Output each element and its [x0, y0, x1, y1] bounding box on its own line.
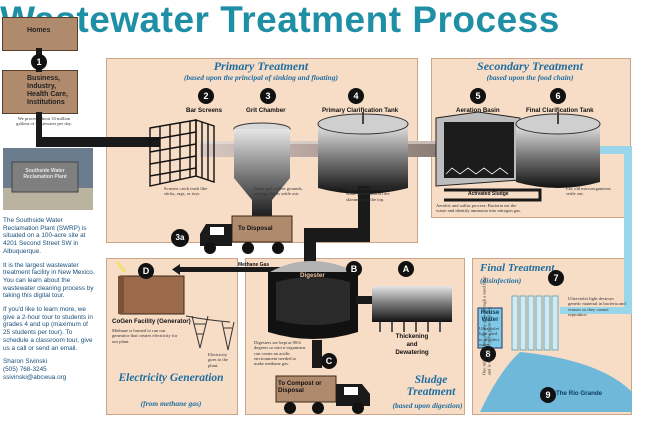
- reuse-vertical-note: One million gallons per day goes through…: [481, 276, 492, 376]
- bar-screens: [149, 119, 215, 187]
- methane-gas-label: Methane Gas: [238, 262, 270, 268]
- rio-grande-label: The Rio Grande: [556, 390, 603, 397]
- digester-label: Digester: [300, 272, 325, 279]
- disposal-truck: [200, 215, 293, 254]
- step-a-marker: A: [398, 261, 414, 277]
- plant-sign-photo: [3, 148, 93, 210]
- screens-note: Screens catch trash like sticks, rags, o…: [164, 186, 208, 197]
- cogen-facility: [115, 261, 185, 315]
- thickening-label: Thickening and Dewatering: [395, 333, 429, 356]
- step-8-marker: 8: [480, 346, 496, 362]
- aeration-label: Aeration Basin: [456, 107, 500, 114]
- grit-chamber-label: Grit Chamber: [246, 107, 286, 114]
- cogen-label: CoGen Facility (Generator): [112, 318, 191, 325]
- side-paragraph-2: It is the largest wastewater treatment f…: [3, 261, 95, 300]
- activated-sludge-label: Activated Sludge: [468, 191, 509, 197]
- sludge-subtitle: (based upon digestion): [392, 401, 463, 410]
- cogen-note: Methane is burned to run our generator t…: [112, 328, 178, 344]
- step-b-marker: B: [346, 261, 362, 277]
- electricity-title: Electricity Generation: [118, 372, 224, 384]
- uv-disinfection-tubes: [511, 295, 559, 351]
- step-c-marker: C: [321, 353, 337, 369]
- compost-truck: [275, 375, 370, 414]
- business-label: Business, Industry, Health Care, Institu…: [27, 75, 68, 106]
- contact-phone: (505) 768-3245: [3, 365, 47, 373]
- source-pipes: [36, 48, 160, 147]
- grit-note: Sand, grit, coffee grounds, and egg shel…: [254, 186, 303, 197]
- primary-subtitle: (based upon the principal of sinking and…: [184, 73, 338, 82]
- aeration-basin: [435, 111, 521, 187]
- grit-chamber: [233, 122, 291, 222]
- final-clarification-tank: [515, 112, 601, 188]
- final-clar-note: Fat, old microorganisms settle out.: [566, 186, 611, 197]
- primary-clarification-tank: [317, 112, 409, 194]
- side-paragraph-1: The Southside Water Reclamation Plant (S…: [3, 217, 87, 255]
- secondary-title: Secondary Treatment: [477, 59, 583, 73]
- step-6-marker: 6: [550, 88, 566, 104]
- step-7-marker: 7: [548, 270, 564, 286]
- methane-gas-pipe: [172, 264, 290, 275]
- process-volume-note: We process about 33 million gallons of w…: [16, 116, 72, 127]
- digester: [268, 261, 358, 368]
- step-3-marker: 3: [260, 88, 276, 104]
- reuse-water-label: Reuse Water: [480, 309, 500, 323]
- step-9-marker: 9: [540, 387, 556, 403]
- step-2-marker: 2: [198, 88, 214, 104]
- reuse-water-tank: [477, 307, 503, 349]
- step-1-marker: 1: [31, 54, 47, 70]
- final-clar-label: Final Clarification Tank: [526, 107, 594, 114]
- disposal-label: To Disposal: [238, 225, 273, 232]
- rio-grande-river: [480, 352, 632, 412]
- page-title: Wastewater Treatment Process: [0, 0, 560, 40]
- aeration-note: Aerobic and sulfur process: Bacteria eat…: [436, 203, 522, 214]
- side-paragraph-3: If you'd like to learn more, we give a 2…: [3, 306, 93, 352]
- sludge-title: Sludge Treatment: [406, 374, 456, 398]
- sign-text: Southside Water Reclamation Plant: [23, 168, 67, 180]
- clar-note: Sludge settles out at bottom while greas…: [346, 186, 398, 202]
- business-box: Business, Industry, Health Care, Institu…: [2, 70, 78, 114]
- step-3a-marker: 3a: [171, 229, 189, 247]
- thickening-dewatering: [356, 286, 452, 332]
- homes-box: Homes: [2, 17, 78, 51]
- activated-sludge-return: [444, 188, 542, 202]
- uv-note: Ultraviolet light destroys genetic mater…: [568, 296, 626, 317]
- step-5-marker: 5: [470, 88, 486, 104]
- step-4-marker: 4: [348, 88, 364, 104]
- electricity-subtitle: (from methane gas): [140, 399, 202, 408]
- primary-title: Primary Treatment: [213, 59, 309, 73]
- sludge-pipes: [304, 186, 370, 268]
- power-lines: [185, 315, 235, 351]
- homes-label: Homes: [27, 27, 51, 34]
- side-info-panel: The Southside Water Reclamation Plant (S…: [3, 217, 96, 381]
- bar-screens-label: Bar Screens: [186, 107, 223, 114]
- secondary-subtitle: (based upon the food chain): [486, 73, 574, 82]
- grid-note: Electricity goes to the plant.: [208, 352, 228, 368]
- compost-label: To Compost or Disposal: [278, 380, 322, 394]
- clean-water-pipe: [560, 146, 632, 314]
- contact-name: Sharon Sivinski: [3, 358, 48, 366]
- step-d-marker: D: [138, 263, 154, 279]
- contact-email[interactable]: ssivinski@abcwua.org: [3, 373, 67, 381]
- primary-clar-label: Primary Clarification Tank: [322, 107, 399, 114]
- reuse-note: Ultraviolet light used to disinfect wate…: [479, 326, 500, 347]
- final-subtitle: (disinfection): [480, 276, 522, 285]
- final-title: Final Treatment: [480, 262, 555, 274]
- digester-note: Digesters are kept at 98.6 degrees so mi…: [254, 340, 306, 367]
